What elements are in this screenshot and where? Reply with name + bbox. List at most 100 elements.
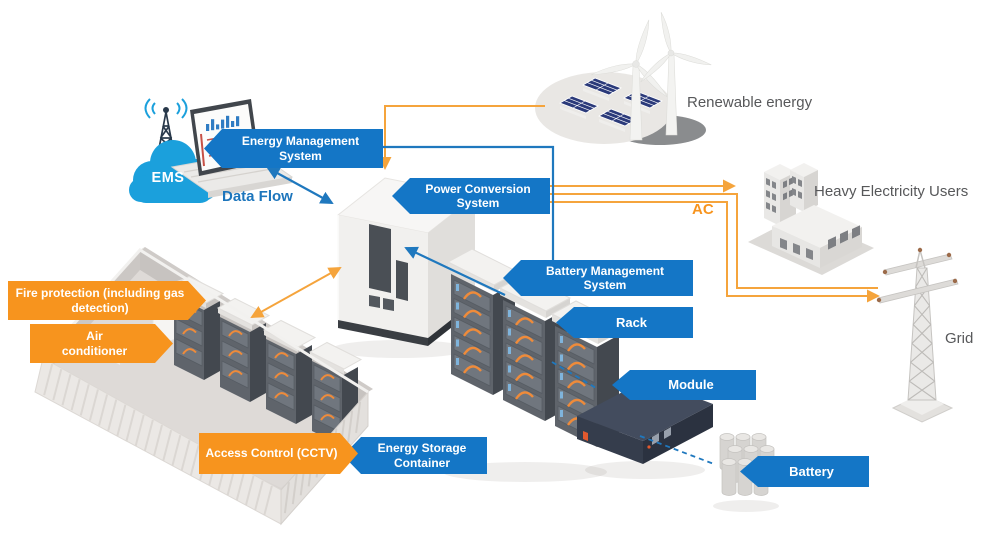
arrow-grid-to-pcs bbox=[531, 187, 878, 289]
panel-grid bbox=[572, 100, 586, 109]
module-led bbox=[560, 373, 563, 380]
window bbox=[840, 230, 848, 244]
cable-arc bbox=[320, 394, 335, 401]
window bbox=[772, 181, 776, 189]
slab-edge bbox=[218, 308, 252, 330]
lattice-line bbox=[911, 324, 932, 344]
cable-arc bbox=[274, 372, 289, 379]
factory-building bbox=[748, 163, 874, 275]
corrugation-line bbox=[107, 399, 118, 431]
battery-cell bbox=[721, 458, 737, 496]
rack-module bbox=[221, 340, 249, 369]
corrugation-line bbox=[88, 389, 99, 421]
rack-module bbox=[267, 382, 295, 411]
panel-grid bbox=[607, 110, 634, 122]
label-grid: Grid bbox=[945, 330, 974, 347]
cable-arc bbox=[228, 330, 243, 337]
label-air-conditioner: Air conditioner bbox=[30, 324, 173, 363]
corrugation-line bbox=[52, 368, 63, 401]
rack-module bbox=[557, 349, 595, 384]
lattice-line bbox=[912, 305, 930, 325]
cable-arc bbox=[320, 414, 335, 421]
panel-base bbox=[583, 88, 609, 101]
rack-module bbox=[175, 318, 203, 347]
slab-edge bbox=[264, 330, 298, 352]
corrugation-line bbox=[61, 373, 72, 406]
cable-arc bbox=[515, 335, 534, 345]
lattice-line bbox=[907, 380, 936, 401]
module-led bbox=[508, 310, 511, 317]
rack-module bbox=[221, 320, 249, 349]
lattice-line bbox=[911, 343, 934, 363]
corrugation-line bbox=[283, 481, 290, 514]
transmission-tower bbox=[876, 247, 959, 423]
cable-arc bbox=[567, 343, 586, 352]
panel-grid bbox=[564, 100, 591, 111]
corrugation-line bbox=[162, 429, 173, 462]
arrow-data-flow bbox=[266, 167, 334, 204]
rack-side bbox=[296, 345, 312, 424]
label-text: Fire protection (including gas detection… bbox=[15, 286, 185, 315]
rack-module bbox=[505, 305, 543, 339]
cable-arc bbox=[182, 348, 197, 355]
rack-module bbox=[557, 368, 595, 402]
cable-arc bbox=[274, 352, 289, 359]
label-text: Energy Management System bbox=[241, 134, 360, 163]
lattice-line bbox=[908, 361, 934, 382]
module-led bbox=[456, 284, 459, 291]
lattice-line bbox=[908, 380, 937, 401]
panel-grid bbox=[595, 82, 609, 91]
corrugation-line bbox=[153, 424, 163, 457]
cable-arc bbox=[463, 346, 482, 356]
solar-array bbox=[559, 95, 599, 119]
label-power-conversion-system: Power Conversion System bbox=[392, 178, 550, 214]
label-ems: EMS bbox=[151, 170, 185, 186]
module-led bbox=[508, 384, 511, 391]
label-text: Battery bbox=[789, 463, 834, 479]
slab-edge bbox=[546, 298, 570, 318]
module-led bbox=[560, 410, 563, 417]
window bbox=[828, 236, 836, 250]
window bbox=[806, 248, 813, 260]
container-battery-racks bbox=[170, 275, 363, 446]
rack-module bbox=[453, 279, 491, 313]
cell-top bbox=[727, 445, 743, 453]
rack-module bbox=[505, 379, 543, 413]
arrow-pcs-to-grid bbox=[524, 201, 880, 303]
flow-lines bbox=[250, 105, 880, 465]
lattice-line bbox=[910, 361, 936, 382]
window bbox=[798, 179, 802, 187]
rack-module bbox=[313, 384, 341, 413]
slab-edge bbox=[500, 288, 546, 318]
container-rack bbox=[216, 297, 271, 402]
label-data-flow: Data Flow bbox=[222, 188, 293, 205]
label-access-control: Access Control (CCTV) bbox=[199, 433, 358, 474]
label-heavy-electricity-users: Heavy Electricity Users bbox=[814, 183, 969, 200]
module-led bbox=[560, 354, 563, 362]
window bbox=[793, 243, 800, 255]
cell-top bbox=[743, 445, 759, 453]
corrugation-line bbox=[180, 439, 191, 472]
building-windows bbox=[766, 176, 860, 260]
cable-arc bbox=[463, 291, 482, 300]
container-rack bbox=[262, 319, 317, 424]
rack-side bbox=[250, 323, 266, 402]
corrugation-line bbox=[171, 434, 182, 467]
signal-waves-icon bbox=[144, 98, 188, 119]
rack-module bbox=[453, 316, 491, 350]
module-led bbox=[456, 358, 459, 365]
corrugation-line bbox=[98, 394, 109, 426]
cable-arc bbox=[182, 328, 197, 335]
module-led bbox=[560, 391, 563, 399]
window bbox=[792, 176, 796, 184]
arrow-renewable-to-pcs bbox=[378, 105, 545, 170]
label-text: Power Conversion System bbox=[425, 181, 531, 210]
lattice-line bbox=[916, 267, 929, 288]
window bbox=[766, 190, 770, 198]
label-module: Module bbox=[612, 370, 756, 400]
corrugation-line bbox=[43, 363, 54, 396]
module-led bbox=[560, 336, 563, 343]
window bbox=[783, 192, 787, 201]
arrow-container-pcs bbox=[250, 267, 342, 318]
